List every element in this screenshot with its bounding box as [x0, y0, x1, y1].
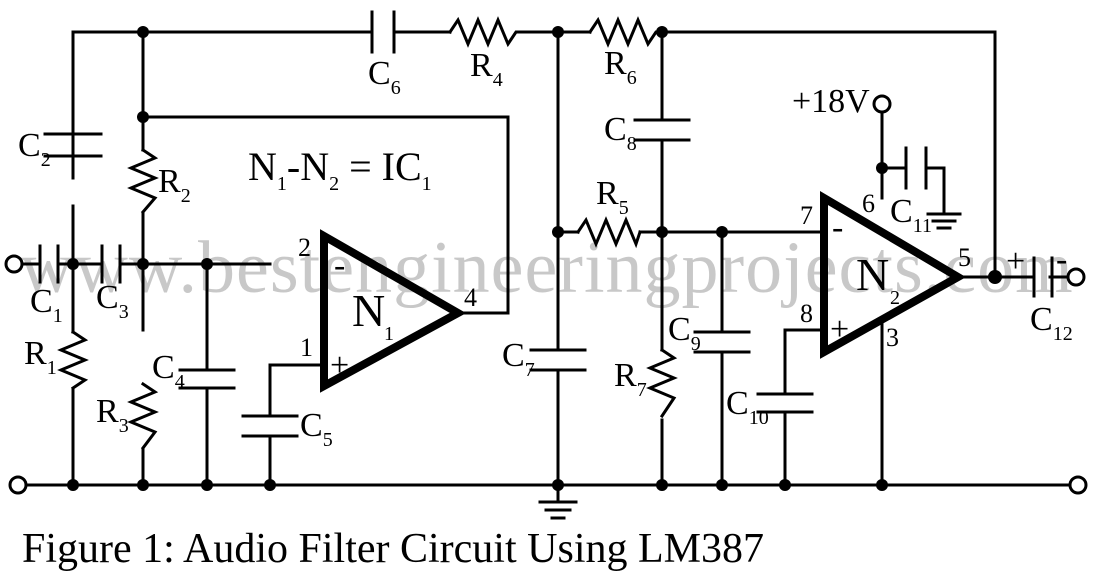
resistor-r4 — [447, 16, 524, 48]
label-c5: C5 — [300, 407, 333, 451]
resistor-r5 — [575, 216, 642, 249]
capacitor-c6 — [370, 10, 396, 54]
capacitor-c9 — [693, 330, 751, 354]
opamp-n2-pin6: 6 — [862, 189, 875, 218]
capacitor-c2 — [43, 132, 103, 158]
junction-dots — [67, 26, 1002, 491]
opamp-n1-label: N — [352, 285, 385, 336]
opamp-n2-label: N — [856, 249, 889, 300]
resistor-r2 — [127, 147, 159, 215]
label-r5: R5 — [596, 175, 629, 219]
output-terminal — [1066, 267, 1086, 287]
label-c10: C10 — [726, 385, 769, 429]
label-c1: C1 — [30, 283, 63, 327]
capacitor-c7 — [529, 348, 587, 372]
supply-terminal — [872, 94, 892, 114]
label-c2: C2 — [18, 127, 51, 171]
opamp-n1-pin2: 2 — [298, 233, 311, 262]
capacitor-c11 — [904, 146, 928, 190]
input-terminal — [4, 254, 24, 274]
ground-symbol-main — [538, 500, 578, 520]
opamp-n1: N 1 - + 2 1 4 — [298, 229, 477, 393]
opamp-n2-pin5: 5 — [958, 243, 971, 272]
label-r6: R6 — [604, 45, 637, 89]
label-c8: C8 — [604, 111, 637, 155]
opamp-n1-pin1: 1 — [300, 333, 313, 362]
resistor-r3 — [127, 381, 159, 451]
capacitor-c8 — [633, 118, 691, 142]
opamp-n2-plus: + — [830, 311, 849, 348]
opamp-n2-pin8: 8 — [800, 299, 813, 328]
resistor-r7 — [646, 347, 678, 419]
resistor-r1 — [57, 329, 89, 391]
capacitor-c12 — [1032, 256, 1054, 298]
capacitor-c1 — [38, 244, 60, 284]
opamp-n2-minus: - — [832, 209, 843, 246]
c12-minus: - — [1056, 241, 1067, 278]
label-c11: C11 — [890, 193, 932, 237]
label-c7: C7 — [502, 337, 535, 381]
opamp-n2-pin3: 3 — [886, 323, 899, 352]
label-c6: C6 — [368, 55, 401, 99]
capacitor-c10 — [756, 392, 814, 414]
svg-text:1: 1 — [384, 323, 394, 345]
capacitor-c4 — [178, 368, 236, 390]
opamp-n2: N 2 - + 7 8 6 3 5 — [800, 189, 971, 359]
label-r1: R1 — [24, 335, 57, 379]
opamp-n1-minus: - — [334, 247, 345, 284]
label-r4: R4 — [470, 47, 503, 91]
opamp-n2-pin7: 7 — [800, 201, 813, 230]
resistor-r6 — [587, 16, 662, 48]
opamp-n1-plus: + — [330, 347, 349, 384]
label-c4: C4 — [152, 349, 185, 393]
ground-symbol-c11 — [926, 212, 962, 230]
figure-caption: Figure 1: Audio Filter Circuit Using LM3… — [22, 526, 764, 572]
label-r7: R7 — [614, 357, 647, 401]
svg-text:2: 2 — [890, 287, 900, 309]
label-r3: R3 — [96, 393, 129, 437]
label-r2: R2 — [158, 163, 191, 207]
label-c9: C9 — [668, 311, 701, 355]
capacitor-c3 — [100, 244, 122, 284]
ground-terminal-right — [1068, 475, 1088, 495]
c12-plus: + — [1006, 243, 1025, 280]
label-c3: C3 — [96, 279, 129, 323]
ground-terminal-left — [8, 475, 28, 495]
label-c12: C12 — [1030, 301, 1073, 345]
opamp-n1-pin4: 4 — [464, 283, 477, 312]
component-labels: C1 C2 C3 C4 C5 C6 C7 C8 C9 C10 C11 C12 R… — [18, 45, 1073, 451]
capacitor-c5 — [241, 414, 299, 438]
supply-label: +18V — [792, 83, 870, 120]
ic-note: N1-N2 = IC1 — [248, 144, 432, 195]
